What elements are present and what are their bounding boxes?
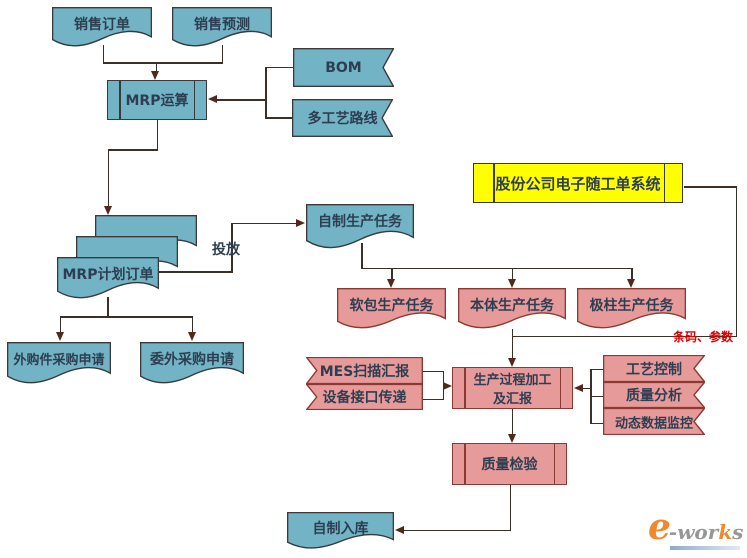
connector-line	[590, 395, 603, 397]
node-label: 及汇报	[492, 392, 532, 407]
arrowhead	[103, 206, 112, 215]
connector-line	[590, 368, 603, 370]
side-bar	[553, 444, 555, 484]
connector-line	[511, 409, 513, 435]
arrowhead	[296, 219, 305, 227]
connector-line	[216, 99, 266, 101]
node-sales-forecast: 销售预测	[172, 7, 272, 48]
arrowhead	[187, 332, 196, 341]
side-bar	[119, 81, 121, 119]
connector-line	[590, 368, 592, 424]
connector-line	[265, 66, 267, 119]
connector-line	[735, 186, 737, 337]
connector-line	[231, 222, 296, 224]
node-process-control: 工艺控制	[603, 355, 705, 382]
connector-line	[265, 66, 294, 68]
node-purchased-parts-request: 外购件采购申请	[7, 342, 111, 385]
connector-line	[423, 370, 444, 372]
side-bar	[193, 81, 195, 119]
connector-line	[361, 243, 363, 269]
node-mrp-calc: MRP运算	[107, 80, 207, 120]
node-mes-scan-report: MES扫描汇报	[306, 357, 423, 384]
connector-line	[158, 271, 232, 273]
connector-line	[107, 297, 109, 317]
node-label: MRP运算	[125, 93, 189, 109]
arrowhead	[574, 383, 583, 392]
connector-line	[391, 267, 393, 281]
connector-line	[404, 529, 511, 531]
connector-line	[155, 63, 157, 73]
connector-line	[590, 422, 603, 424]
arrowhead	[627, 279, 635, 288]
node-label: 股份公司电子随工单系统	[495, 174, 661, 193]
connector-line	[102, 45, 104, 63]
connector-line	[191, 316, 193, 333]
node-multi-routing: 多工艺路线	[292, 99, 393, 137]
connector-line	[265, 117, 293, 119]
node-work-order-system: 股份公司电子随工单系统	[473, 163, 683, 203]
arrowhead	[387, 279, 395, 288]
connector-line	[361, 267, 632, 269]
node-label: 质量检验	[481, 457, 538, 473]
arrowhead	[151, 71, 159, 80]
arrowhead	[443, 382, 452, 390]
side-bar	[559, 368, 561, 408]
eworks-s: s	[732, 520, 744, 544]
eworks-k: k	[718, 520, 733, 544]
connector-line	[60, 316, 193, 318]
connector-line	[631, 267, 633, 281]
node-process-report: 生产过程加工 及汇报	[452, 367, 573, 409]
connector-line	[512, 335, 737, 337]
node-softpack-task: 软包生产任务	[337, 288, 446, 330]
node-label: 生产过程加工	[473, 373, 552, 388]
connector-line	[221, 45, 223, 63]
node-outsource-request: 委外采购申请	[140, 342, 244, 385]
node-quality-analysis: 质量分析	[603, 382, 705, 408]
connector-line	[511, 329, 513, 359]
node-bom: BOM	[293, 48, 394, 87]
connector-line	[231, 222, 233, 273]
side-bar	[493, 164, 495, 202]
arrowhead	[507, 358, 516, 367]
node-pole-task: 极柱生产任务	[577, 288, 686, 330]
connector-line	[107, 149, 109, 207]
release-label: 投放	[212, 242, 240, 258]
connector-line	[583, 387, 591, 389]
eworks-text: -wor	[668, 520, 719, 544]
connector-line	[511, 267, 513, 281]
connector-line	[156, 120, 158, 150]
connector-line	[684, 186, 737, 188]
node-dynamic-monitoring: 动态数据监控	[603, 408, 705, 435]
side-bar	[663, 164, 665, 202]
arrowhead	[55, 332, 64, 341]
node-inhouse-task: 自制生产任务	[306, 204, 414, 250]
side-bar	[464, 444, 466, 484]
connector-line	[423, 398, 444, 400]
side-bar	[464, 368, 466, 408]
connector-line	[59, 316, 61, 333]
connector-line	[509, 485, 511, 531]
barcode-params-label: 条码、参数	[673, 330, 734, 344]
node-body-task: 本体生产任务	[458, 288, 566, 330]
node-sales-order: 销售订单	[52, 7, 152, 48]
arrowhead	[208, 95, 217, 103]
node-mrp-planned-order: MRP计划订单	[57, 257, 159, 300]
connector-line	[102, 62, 223, 64]
eworks-e-swoosh: e	[648, 506, 671, 548]
arrowhead	[507, 434, 516, 443]
connector-line	[107, 149, 158, 151]
eworks-underline-bar	[670, 546, 740, 550]
arrowhead	[507, 279, 516, 288]
arrowhead	[395, 526, 404, 534]
node-inhouse-storage: 自制入库	[287, 512, 394, 550]
node-device-interface: 设备接口传递	[306, 384, 423, 410]
node-quality-inspection: 质量检验	[452, 443, 567, 485]
